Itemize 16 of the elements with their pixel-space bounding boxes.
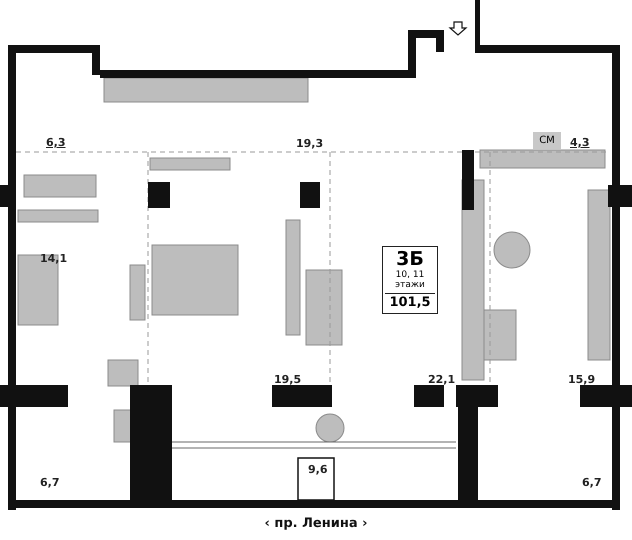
room-area: 22,1 — [428, 373, 456, 386]
room-area: 6,3 — [46, 136, 66, 149]
room-area: 14,1 — [40, 252, 68, 265]
room-area: 15,9 — [568, 373, 596, 386]
total-area: 101,5 — [389, 294, 431, 310]
room-area: 4,3 — [570, 136, 590, 149]
room-area: 6,7 — [40, 476, 60, 489]
room-area: 19,5 — [274, 373, 302, 386]
room-area: 9,6 — [308, 463, 328, 476]
appliance-box: СМ — [533, 132, 561, 149]
apartment-info-box — [382, 246, 438, 314]
street-name: ‹ пр. Ленина › — [264, 516, 368, 531]
apartment-type: 3Б — [396, 250, 424, 270]
room-area: 6,7 — [582, 476, 602, 489]
room-area: 19,3 — [296, 137, 324, 150]
floor-numbers: 10, 11 этажи — [385, 270, 435, 294]
